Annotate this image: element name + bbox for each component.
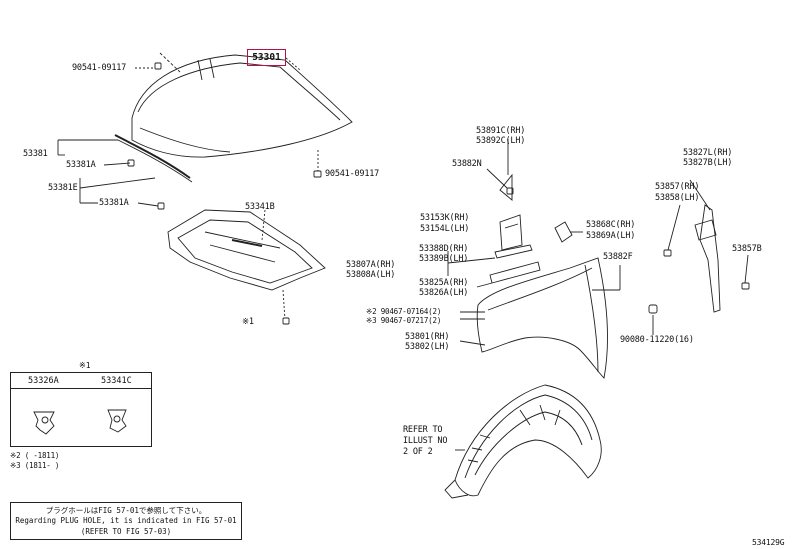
part-label[interactable]: 53857(RH) xyxy=(655,182,700,192)
part-label[interactable]: 53801(RH) xyxy=(405,332,450,342)
left-brackets xyxy=(57,139,159,207)
hood-seal xyxy=(114,134,193,183)
part-label[interactable]: 53857B xyxy=(732,244,762,254)
part-label[interactable]: 90541-09117 xyxy=(72,63,127,73)
part-label[interactable]: 53341B xyxy=(245,202,275,212)
refer-text: 2 OF 2 xyxy=(403,447,433,457)
legend-col-2[interactable]: 53341C xyxy=(101,376,132,386)
part-label[interactable]: 53802(LH) xyxy=(405,342,450,352)
part-label[interactable]: 53808A(LH) xyxy=(346,270,396,280)
part-label[interactable]: 53388D(RH) xyxy=(419,244,469,254)
part-label[interactable]: ※3 90467-07217(2) xyxy=(366,316,442,325)
note-line-2: Regarding PLUG HOLE, it is indicated in … xyxy=(15,516,237,525)
note-line-3: (REFER TO FIG 57-03) xyxy=(80,527,172,536)
legend-clips xyxy=(33,409,127,435)
part-label[interactable]: 53389B(LH) xyxy=(419,254,469,264)
legend-mark: ※1 xyxy=(79,361,91,370)
leader-lines xyxy=(135,57,319,321)
highlighted-part-53301[interactable]: 53301 xyxy=(247,49,286,66)
hood-insulator xyxy=(167,209,326,291)
note-box: プラグホールはFIG 57-01で参照して下さい。 Regarding PLUG… xyxy=(10,502,242,540)
part-label[interactable]: 53381E xyxy=(48,183,78,193)
figure-id: 534129G xyxy=(752,538,785,547)
part-label[interactable]: 53869A(LH) xyxy=(586,231,636,241)
part-label[interactable]: 53882N xyxy=(452,159,482,169)
part-label[interactable]: 53381A xyxy=(66,160,96,170)
part-label[interactable]: 53381 xyxy=(23,149,48,159)
part-label[interactable]: 53826A(LH) xyxy=(419,288,469,298)
part-label[interactable]: 53882F xyxy=(603,252,633,262)
hood-panel xyxy=(131,52,353,158)
legend-header: 53326A 53341C xyxy=(11,373,151,389)
part-label[interactable]: 53381A xyxy=(99,198,129,208)
footnote: ※2 ( -1811) xyxy=(10,451,60,460)
bolts xyxy=(127,62,750,325)
part-label[interactable]: ※2 90467-07164(2) xyxy=(366,307,442,316)
refer-text: ILLUST NO xyxy=(403,436,448,446)
part-label[interactable]: 53827L(RH) xyxy=(683,148,733,158)
part-label[interactable]: 53153K(RH) xyxy=(420,213,470,223)
note-line-1: プラグホールはFIG 57-01で参照して下さい。 xyxy=(45,506,207,515)
fender-brackets xyxy=(489,173,721,313)
part-label[interactable]: 53807A(RH) xyxy=(346,260,396,270)
part-label: ※1 xyxy=(242,317,254,327)
part-label[interactable]: 53825A(RH) xyxy=(419,278,469,288)
refer-text: REFER TO xyxy=(403,425,443,435)
part-label[interactable]: 90080-11220(16) xyxy=(620,335,694,345)
right-leaders xyxy=(447,139,749,451)
part-label[interactable]: 53891C(RH) xyxy=(476,126,526,136)
legend-table: 53326A 53341C xyxy=(10,372,152,447)
part-label[interactable]: 53858(LH) xyxy=(655,193,700,203)
footnote: ※3 (1811- ) xyxy=(10,461,60,470)
part-label[interactable]: 53154L(LH) xyxy=(420,224,470,234)
part-label[interactable]: 53868C(RH) xyxy=(586,220,636,230)
part-label[interactable]: 53827B(LH) xyxy=(683,158,733,168)
legend-col-1[interactable]: 53326A xyxy=(28,376,59,386)
part-label[interactable]: 90541-09117 xyxy=(325,169,380,179)
fender-liner xyxy=(444,384,602,499)
front-fender xyxy=(476,257,620,379)
part-label[interactable]: 53892C(LH) xyxy=(476,136,526,146)
